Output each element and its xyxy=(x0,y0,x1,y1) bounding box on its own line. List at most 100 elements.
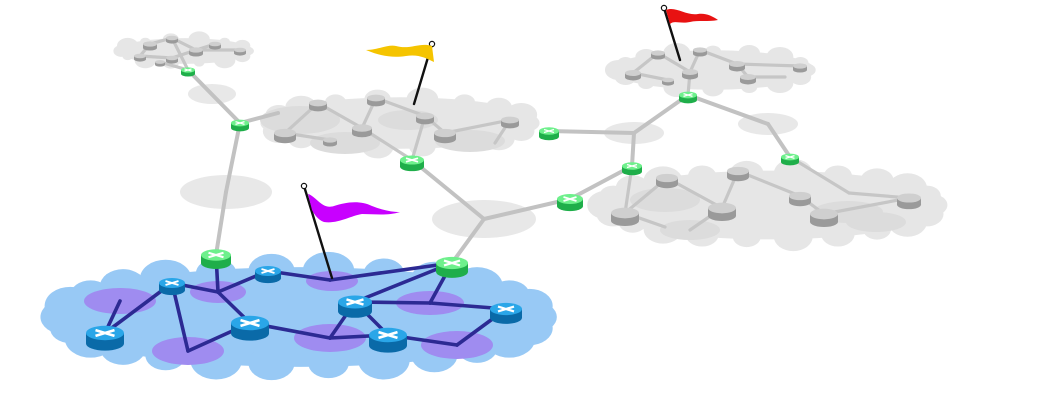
remote-router-base xyxy=(789,197,811,207)
gateway-router-arrows xyxy=(543,128,555,134)
remote-router xyxy=(625,69,641,81)
remote-router xyxy=(189,47,203,57)
gateway-router xyxy=(400,155,424,172)
remote-router-top xyxy=(897,193,921,203)
remote-cloud-right-bump xyxy=(688,165,717,187)
remote-router-top xyxy=(416,112,434,120)
home-router-arrows xyxy=(240,318,260,328)
remote-link xyxy=(443,118,512,135)
remote-router-base xyxy=(189,51,203,57)
inter-domain-link xyxy=(224,121,242,194)
home-router-base xyxy=(490,311,522,324)
remote-router-top xyxy=(651,50,665,56)
remote-link xyxy=(822,196,911,216)
remote-router xyxy=(682,68,698,80)
remote-subnet-blob xyxy=(310,132,380,154)
remote-router-base xyxy=(708,210,736,222)
remote-router xyxy=(352,124,372,138)
remote-cloud-top-center-bump xyxy=(406,87,439,112)
remote-router xyxy=(611,207,639,227)
cloud-main xyxy=(40,251,557,381)
home-router xyxy=(231,315,269,341)
remote-router-top xyxy=(189,47,203,53)
home-router-base xyxy=(255,273,281,284)
remote-router xyxy=(434,128,456,144)
remote-router xyxy=(155,60,165,67)
gateway-router-base xyxy=(231,124,249,132)
remote-cloud-right-bump xyxy=(860,168,894,194)
remote-router-base xyxy=(897,200,921,210)
remote-router-base xyxy=(143,45,157,51)
remote-router-base xyxy=(727,172,749,182)
remote-cloud-right-bump xyxy=(773,222,813,252)
remote-cloud-top-left-bump xyxy=(193,58,205,67)
home-router xyxy=(159,278,185,296)
flag-cloth xyxy=(666,9,718,24)
remote-router-base xyxy=(274,134,296,144)
remote-router-top xyxy=(708,202,736,214)
gateway-router-base xyxy=(622,167,642,176)
gateway-router xyxy=(557,194,583,212)
remote-router-base xyxy=(693,51,707,57)
gateway-router-base xyxy=(400,162,424,172)
home-router-arrows xyxy=(261,268,275,274)
remote-router-top xyxy=(234,47,246,53)
remote-router-base xyxy=(651,54,665,60)
gateway-router-arrows xyxy=(785,155,795,159)
home-router-arrows xyxy=(378,330,398,340)
cloud-top-right xyxy=(604,43,816,97)
flag-pole xyxy=(662,6,682,62)
remote-router-base xyxy=(729,65,745,72)
remote-router xyxy=(143,41,157,51)
remote-router-base xyxy=(810,216,838,228)
remote-cloud-right-bump xyxy=(823,165,852,187)
flag-pole-tip xyxy=(300,182,308,190)
remote-router-base xyxy=(155,62,165,67)
gateway-router-base xyxy=(557,201,583,212)
remote-cloud-top-right-bump xyxy=(738,45,760,61)
remote-router-top xyxy=(682,68,698,76)
remote-router-base xyxy=(209,45,221,50)
inter-domain-link xyxy=(214,190,228,257)
remote-router-top xyxy=(625,69,641,77)
remote-router-top xyxy=(727,166,749,176)
remote-router xyxy=(501,116,519,129)
inter-domain-link xyxy=(568,164,634,201)
remote-router-base xyxy=(656,179,678,189)
home-router xyxy=(369,327,407,353)
remote-cloud-right-bump xyxy=(888,207,927,237)
inter-domain-link xyxy=(410,158,486,221)
home-router-arrows xyxy=(346,298,364,306)
remote-router-base xyxy=(793,67,807,73)
remote-link xyxy=(735,62,802,68)
home-router-base xyxy=(231,326,269,341)
remote-router-base xyxy=(501,121,519,129)
remote-router xyxy=(166,35,178,44)
gateway-router-base xyxy=(539,132,559,141)
remote-router-base xyxy=(662,81,674,86)
remote-router-base xyxy=(434,134,456,144)
remote-cloud-top-center-bump xyxy=(453,94,476,111)
remote-router-base xyxy=(740,78,756,85)
remote-cloud-top-right-bump xyxy=(638,77,655,89)
gateway-router-base xyxy=(181,71,195,77)
gateway-router-arrows xyxy=(235,121,245,125)
remote-cloud-top-right-bump xyxy=(789,69,812,86)
remote-router-base xyxy=(682,73,698,80)
remote-router-top xyxy=(209,41,221,47)
inter-domain-link xyxy=(186,68,242,125)
remote-router-base xyxy=(166,59,178,64)
home-cloud xyxy=(40,251,557,381)
home-link xyxy=(328,261,454,282)
inter-domain-link xyxy=(482,197,572,221)
remote-router-top xyxy=(155,60,165,64)
remote-cloud-top-left-bump xyxy=(188,31,210,48)
home-router xyxy=(490,302,522,324)
remote-cloud-top-left-bump xyxy=(214,52,236,69)
remote-router xyxy=(166,55,178,64)
remote-routers xyxy=(134,35,921,228)
remote-router-base xyxy=(309,104,327,112)
remote-router-top xyxy=(352,124,372,132)
gateway-router xyxy=(539,127,559,141)
